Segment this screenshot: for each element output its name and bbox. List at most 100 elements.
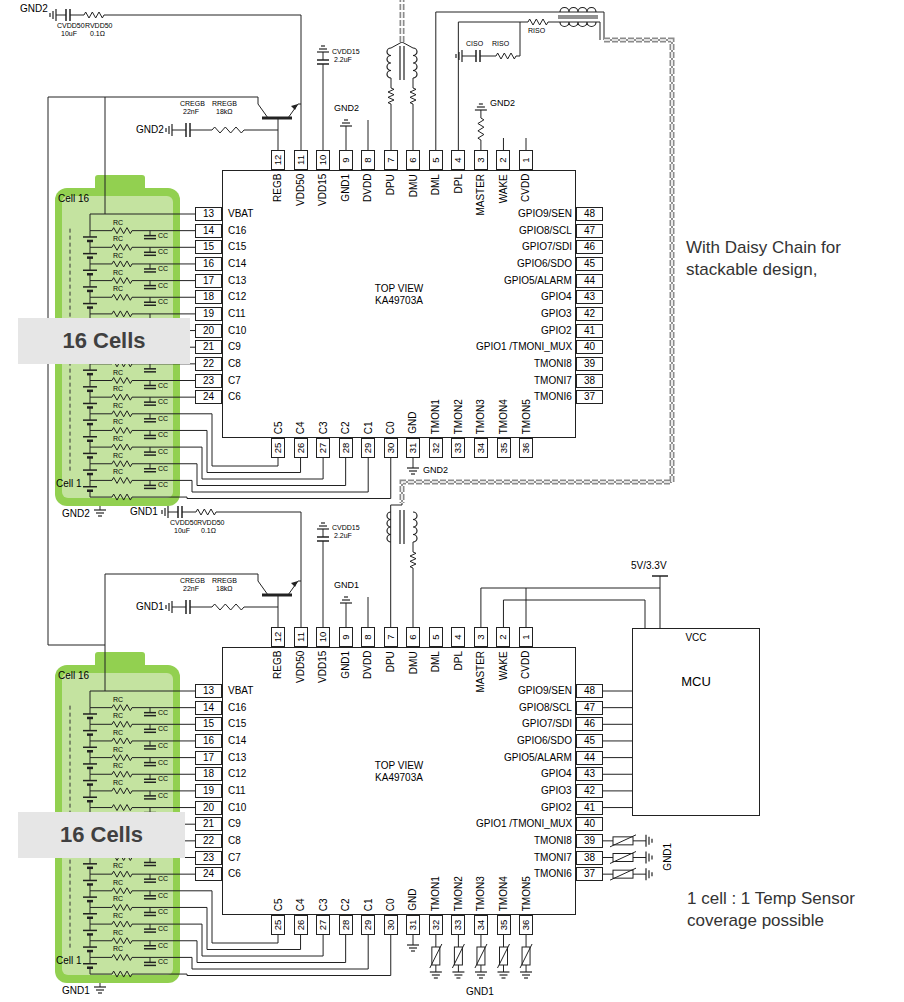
wire-line — [132, 458, 391, 499]
pin-number: 36 — [521, 443, 532, 454]
wire-line — [90, 247, 91, 253]
pin-box: 39 — [576, 834, 603, 848]
component-label: GND1 — [334, 580, 359, 590]
pin-number: 27 — [318, 920, 329, 931]
pin-box: 14 — [195, 224, 222, 238]
wire-line — [90, 790, 112, 791]
resistor-label: RC — [113, 945, 123, 952]
resistor-symbol — [112, 244, 132, 250]
ground-symbol — [52, 11, 53, 19]
wire-line — [132, 297, 195, 298]
pin-box: 5 — [429, 627, 443, 647]
wire-line — [391, 104, 392, 150]
ground-symbol — [98, 515, 102, 516]
resistor-symbol — [112, 461, 132, 467]
pin-box: 29 — [361, 438, 375, 458]
ground-symbol — [168, 126, 169, 134]
capacitor-label: CC — [158, 481, 168, 488]
battery-cell — [83, 913, 97, 915]
pin-box: 30 — [384, 915, 398, 935]
pin-name: DMU — [407, 174, 419, 197]
wire-line — [458, 22, 528, 150]
transformer-coil — [560, 22, 596, 27]
wire-line — [402, 42, 413, 48]
wire-line — [503, 965, 504, 972]
pin-name: C3 — [317, 421, 329, 434]
ground-symbol — [344, 119, 348, 120]
resistor-label: RC — [113, 895, 123, 902]
capacitor-label: CC — [158, 725, 168, 732]
transistor-symbol — [258, 574, 268, 595]
battery-cell — [83, 486, 97, 488]
pin-number: 30 — [385, 443, 396, 454]
pin-number: 25 — [273, 443, 284, 454]
battery-cell — [87, 273, 93, 276]
component-label: GND2 — [20, 3, 48, 15]
capacitor-symbol — [144, 271, 156, 273]
pin-name: TMONI7 — [534, 852, 572, 864]
pin-number: 1 — [521, 157, 532, 162]
pin-box: 46 — [576, 240, 603, 254]
wire-line — [90, 741, 91, 747]
component-label: CVDD15 — [332, 524, 360, 532]
pin-name: VDD50 — [295, 174, 307, 206]
capacitor-symbol — [144, 915, 156, 917]
capacitor-label: CC — [158, 248, 168, 255]
pin-number: 24 — [203, 391, 214, 403]
pin-box: 45 — [576, 734, 603, 748]
wire-line — [323, 52, 324, 60]
capacitor-symbol — [144, 715, 156, 717]
component-label: GND2 — [334, 103, 359, 113]
pin-box: 35 — [497, 438, 511, 458]
wire-line — [90, 924, 112, 925]
connector — [603, 740, 632, 741]
connector — [603, 790, 632, 791]
pin-name: C12 — [228, 291, 246, 303]
pin-number: 38 — [584, 852, 595, 864]
capacitor-label: CC — [158, 415, 168, 422]
wire-line — [70, 15, 84, 16]
battery-cell — [83, 763, 97, 765]
ground-symbol — [498, 971, 510, 972]
pin-box: 4 — [451, 150, 465, 170]
ground-symbol — [475, 109, 487, 110]
pin-name: C0 — [385, 421, 397, 434]
ground-symbol — [475, 972, 487, 978]
resistor-label: RC — [113, 285, 123, 292]
capacitor-symbol — [144, 485, 156, 487]
pin-box: 7 — [384, 627, 398, 647]
wire-line — [413, 542, 414, 552]
wire-line — [132, 757, 195, 758]
pin-box: 36 — [519, 438, 533, 458]
ground-symbol — [340, 120, 352, 126]
pin-name: WAKE — [498, 651, 510, 680]
wire-line — [90, 430, 91, 436]
battery-cell — [87, 423, 93, 426]
ground-symbol — [319, 525, 327, 526]
pin-number: 31 — [408, 920, 419, 931]
pin-box: 43 — [576, 767, 603, 781]
resistor-symbol — [212, 127, 244, 133]
ground-symbol — [317, 46, 329, 52]
wire-line — [90, 297, 91, 303]
wire-line — [132, 807, 195, 808]
wire-line — [603, 857, 613, 858]
wire-line — [413, 78, 414, 88]
resistor-symbol — [112, 261, 132, 267]
wire-line — [458, 965, 459, 972]
ground-symbol — [477, 106, 485, 107]
wire-line — [132, 874, 195, 875]
pin-box: 9 — [339, 627, 353, 647]
pin-number: 8 — [363, 157, 374, 162]
ground-symbol — [477, 974, 485, 975]
resistor-label: RC — [113, 219, 123, 226]
wire-line — [216, 512, 301, 513]
pin-box: 31 — [406, 915, 420, 935]
battery-cell — [83, 796, 97, 798]
connector — [603, 807, 632, 808]
pin-box: 42 — [576, 307, 603, 321]
pin-name: DVDD — [363, 651, 375, 679]
ground-symbol — [164, 508, 165, 516]
resistor-symbol — [112, 788, 132, 794]
